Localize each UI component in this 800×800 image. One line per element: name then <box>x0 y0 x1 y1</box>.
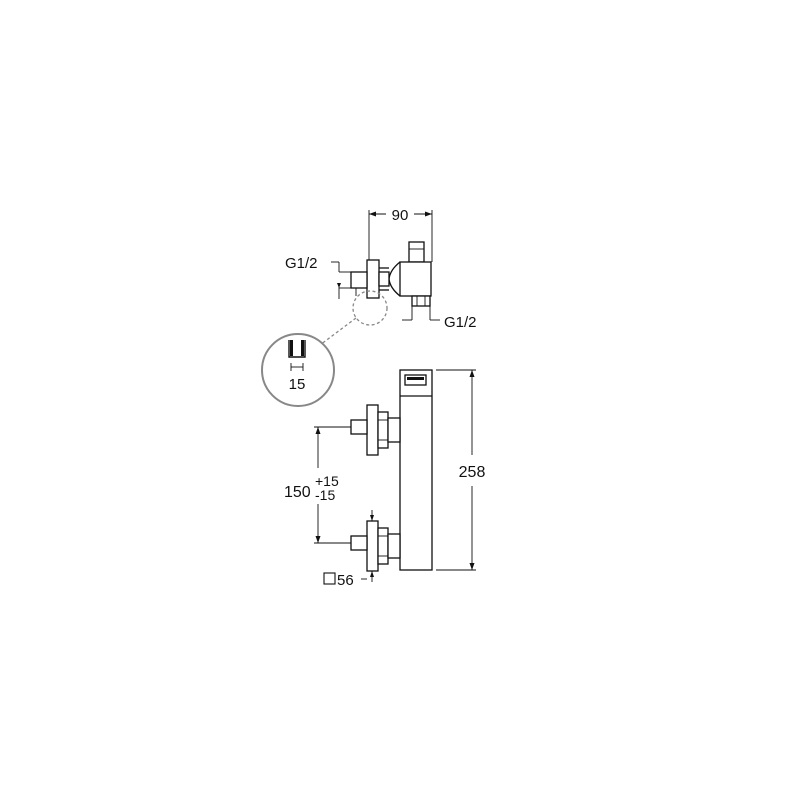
dimension-spacing: 150 +15 -15 <box>284 426 351 544</box>
dimension-top-width: 90 <box>368 207 433 262</box>
detail-marker-circle <box>352 290 388 326</box>
square-size-label: 56 <box>337 572 354 589</box>
dimension-square: 56 <box>323 572 367 589</box>
outlet-bottom-label: G1/2 <box>444 314 477 331</box>
front-view: 258 150 +15 -15 56 <box>284 369 486 589</box>
front-lower-connector <box>350 520 401 572</box>
spacing-minus-label: -15 <box>315 487 335 503</box>
top-body <box>399 261 432 297</box>
top-inlet-pipe <box>350 271 368 289</box>
top-outlet-nut <box>411 295 431 307</box>
detail-circle <box>261 333 335 407</box>
dimension-outlet-bottom: G1/2 <box>402 306 477 331</box>
detail-view: 15 <box>261 333 335 407</box>
top-stem <box>408 241 425 263</box>
top-width-label: 90 <box>392 207 409 224</box>
detail-leader <box>319 317 357 346</box>
detail-dim-label: 15 <box>289 376 306 393</box>
top-plate <box>366 259 380 299</box>
spacing-main-label: 150 <box>284 484 311 501</box>
top-view: 90 G1/2 <box>285 207 477 346</box>
dimension-height: 258 <box>436 369 486 571</box>
inlet-left-label: G1/2 <box>285 255 318 272</box>
front-column <box>399 369 433 571</box>
square-symbol <box>323 572 336 585</box>
height-label: 258 <box>459 464 486 481</box>
spacing-plus-label: +15 <box>315 473 339 489</box>
front-upper-connector <box>350 404 401 456</box>
dimension-inlet-left: G1/2 <box>285 255 357 299</box>
detail-recess <box>288 340 306 358</box>
